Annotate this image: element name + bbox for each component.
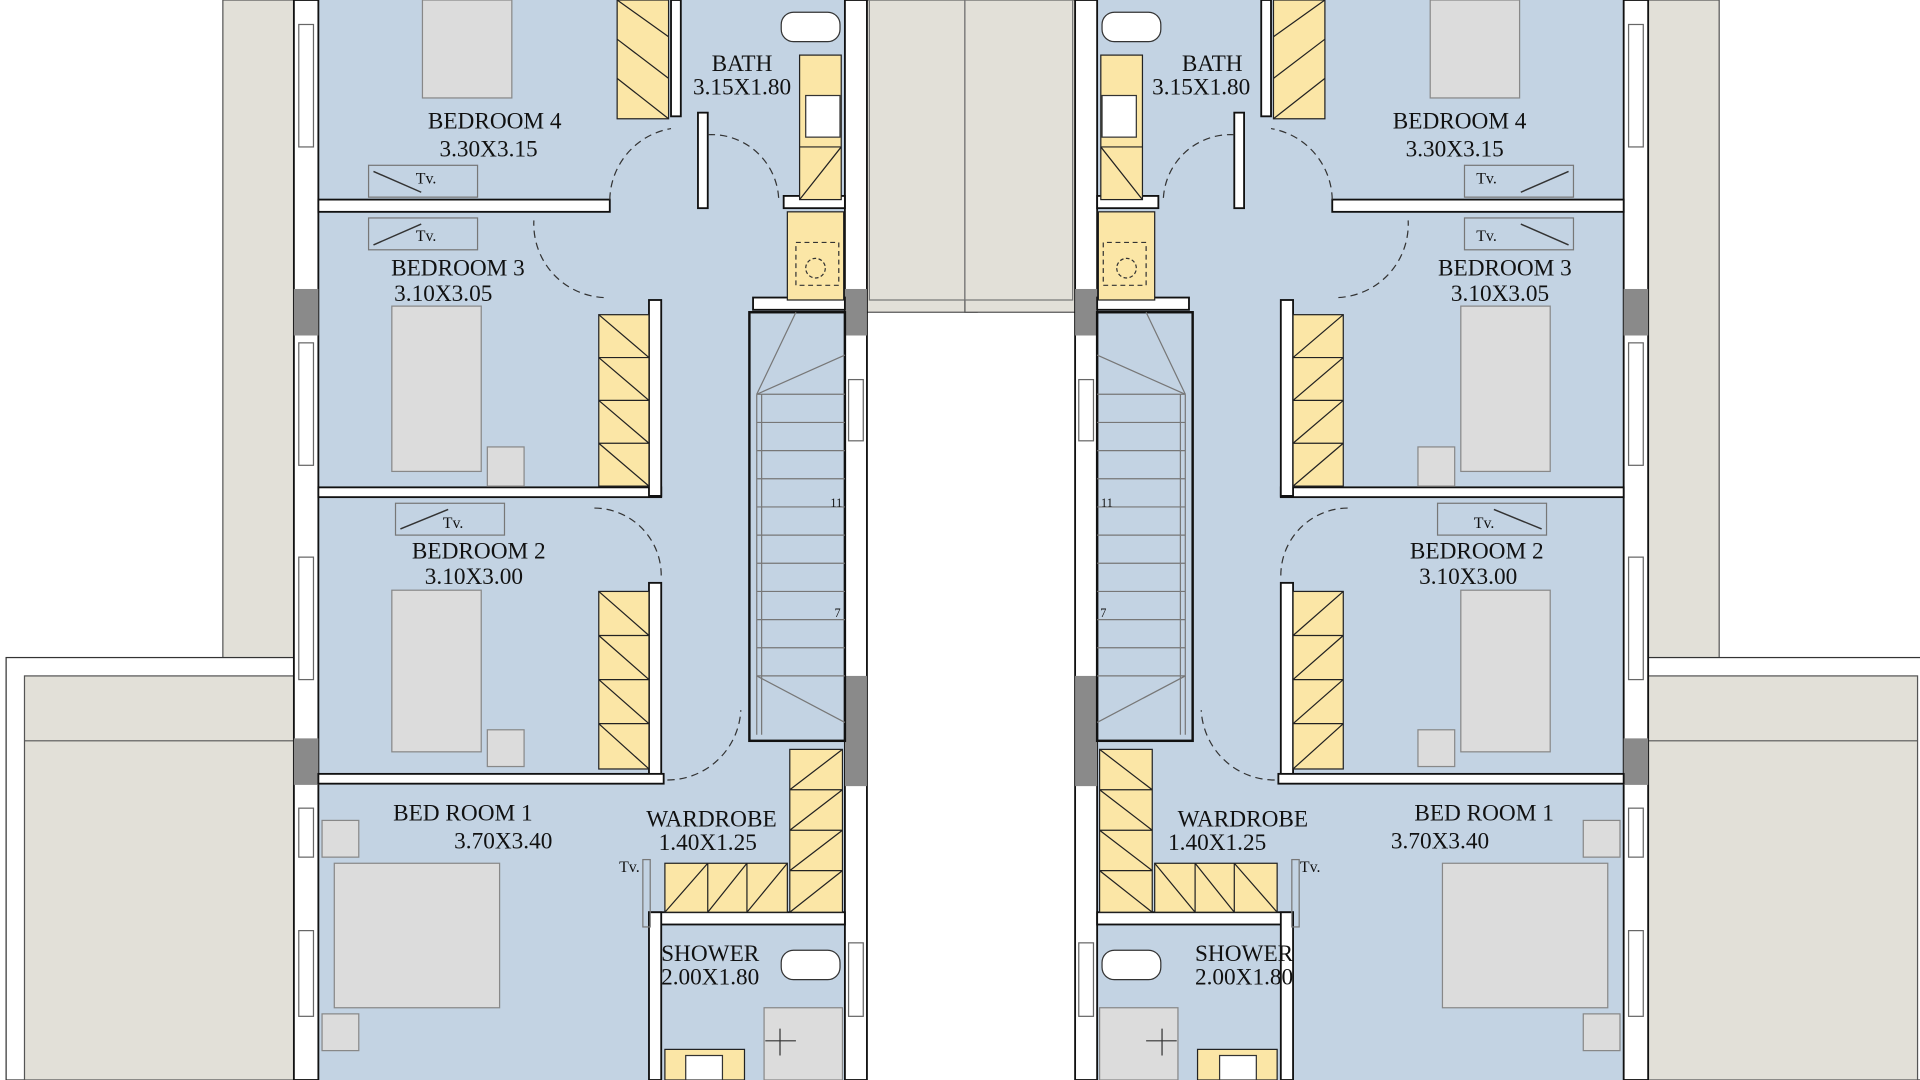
tv-label: Tv. [1300,859,1321,876]
room-size-wardrobe: 1.40X1.25 [1168,830,1266,856]
tv-label: Tv. [1476,228,1497,245]
room-size-bedroom-4: 3.30X3.15 [439,137,537,163]
tv-label: Tv. [1476,171,1497,188]
room-name-bath: BATH [1182,51,1243,77]
room-size-bedroom-2: 3.10X3.00 [425,564,523,590]
room-size-bath: 3.15X1.80 [693,74,791,100]
room-name-bed-room-1: BED ROOM 1 [1414,800,1554,826]
right-unit-labels: BEDROOM 4 3.30X3.15 BATH 3.15X1.80 BEDRO… [1100,51,1572,990]
room-name-bedroom-3: BEDROOM 3 [1438,256,1572,282]
room-name-bedroom-4: BEDROOM 4 [1393,109,1527,135]
tv-label: Tv. [416,228,437,245]
tv-label: Tv. [443,515,464,532]
room-size-bedroom-2: 3.10X3.00 [1419,564,1517,590]
stair-step-number: 11 [830,496,842,510]
room-name-bed-room-1: BED ROOM 1 [393,800,533,826]
room-name-bedroom-3: BEDROOM 3 [391,256,525,282]
tv-label: Tv. [619,859,640,876]
room-name-wardrobe: WARDROBE [1178,807,1308,833]
left-unit-labels: BEDROOM 4 3.30X3.15 BATH 3.15X1.80 BEDRO… [391,51,842,990]
stair-step-number: 7 [1100,606,1106,620]
room-name-shower: SHOWER [661,941,760,967]
room-name-shower: SHOWER [1195,941,1294,967]
room-name-bedroom-2: BEDROOM 2 [1410,538,1544,564]
stair-step-number: 7 [834,606,840,620]
room-size-bedroom-4: 3.30X3.15 [1406,137,1504,163]
room-size-shower: 2.00X1.80 [661,964,759,990]
room-name-bedroom-2: BEDROOM 2 [412,538,546,564]
tv-label: Tv. [1474,515,1495,532]
room-size-shower: 2.00X1.80 [1195,964,1293,990]
room-name-bath: BATH [712,51,773,77]
room-name-wardrobe: WARDROBE [646,807,776,833]
room-size-bedroom-3: 3.10X3.05 [394,281,492,307]
room-size-bedroom-3: 3.10X3.05 [1451,281,1549,307]
room-size-bed-room-1: 3.70X3.40 [454,829,552,855]
stair-step-number: 11 [1101,496,1113,510]
room-name-bedroom-4: BEDROOM 4 [428,109,562,135]
room-size-bed-room-1: 3.70X3.40 [1391,829,1489,855]
tv-label: Tv. [416,171,437,188]
room-size-wardrobe: 1.40X1.25 [659,830,757,856]
room-size-bath: 3.15X1.80 [1152,74,1250,100]
